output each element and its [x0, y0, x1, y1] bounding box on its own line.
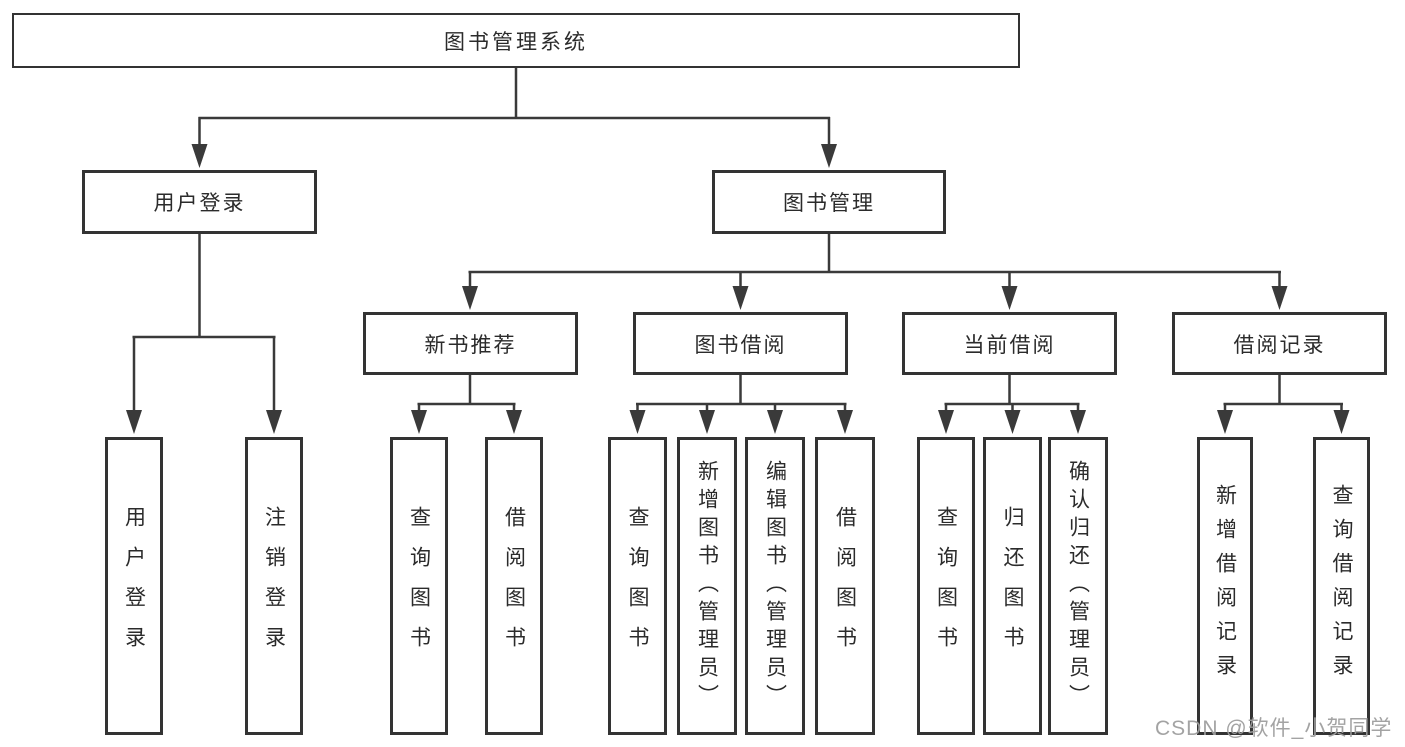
connector-newbook-to-leaves	[417, 375, 516, 414]
node-book-management: 图书管理	[712, 170, 946, 234]
leaf-return-books: 归还图书	[983, 437, 1042, 735]
leaf-logout: 注销登录	[245, 437, 303, 735]
leaf-label: 确认归还（管理员）	[1066, 460, 1090, 712]
leaf-label: 查询图书	[407, 506, 431, 666]
leaf-label: 查询图书	[934, 506, 958, 666]
arrowhead	[821, 144, 837, 168]
leaf-user-login: 用户登录	[105, 437, 163, 735]
csdn-watermark: CSDN @软件_小贺同学	[1155, 717, 1393, 740]
leaf-label: 归还图书	[1001, 506, 1024, 666]
leaf-label: 查询图书	[626, 506, 649, 666]
arrowhead	[126, 410, 142, 434]
leaf-label: 编辑图书（管理员）	[763, 460, 787, 712]
leaf-label: 借阅图书	[502, 506, 526, 666]
leaf-label: 新增借阅记录	[1213, 484, 1237, 688]
leaf-add-books-admin: 新增图书（管理员）	[677, 437, 737, 735]
node-user-login: 用户登录	[82, 170, 317, 234]
leaf-query-borrow-record: 查询借阅记录	[1313, 437, 1370, 735]
arrowhead	[266, 410, 282, 434]
connector-records-to-leaves	[1223, 375, 1343, 414]
arrowhead	[506, 410, 522, 434]
arrowhead	[1271, 286, 1288, 310]
leaf-query-books-borrow: 查询图书	[608, 437, 667, 735]
node-library-management-system: 图书管理系统	[12, 13, 1020, 68]
leaf-query-books-recommend: 查询图书	[390, 437, 448, 735]
connector-userlogin-to-leaves	[132, 234, 276, 414]
node-current-borrowing: 当前借阅	[902, 312, 1117, 375]
leaf-confirm-return-admin: 确认归还（管理员）	[1048, 437, 1108, 735]
connector-root-to-level2	[198, 68, 831, 150]
leaf-label: 注销登录	[262, 506, 286, 666]
leaf-edit-books-admin: 编辑图书（管理员）	[745, 437, 805, 735]
arrowhead	[699, 410, 715, 434]
connector-bookborrow-to-leaves	[636, 375, 847, 414]
arrowhead	[191, 144, 208, 168]
leaf-label: 新增图书（管理员）	[695, 460, 719, 712]
arrowhead	[767, 410, 783, 434]
arrowhead	[1004, 410, 1021, 434]
arrowhead	[938, 410, 954, 434]
leaf-label: 用户登录	[122, 506, 146, 666]
connector-currentborrow-to-leaves	[944, 375, 1080, 414]
arrowhead	[837, 410, 853, 434]
leaf-label: 借阅图书	[833, 506, 857, 666]
arrowhead	[411, 410, 427, 434]
connector-bookmgmt-to-level3	[468, 234, 1281, 290]
node-borrowing-records: 借阅记录	[1172, 312, 1387, 375]
leaf-borrow-books-recommend: 借阅图书	[485, 437, 543, 735]
arrowhead	[1217, 410, 1233, 434]
leaf-query-books-current: 查询图书	[917, 437, 975, 735]
leaf-borrow-books: 借阅图书	[815, 437, 875, 735]
leaf-label: 查询借阅记录	[1330, 484, 1353, 688]
arrowhead	[1001, 286, 1018, 310]
arrowhead	[732, 286, 749, 310]
node-new-book-recommendation: 新书推荐	[363, 312, 578, 375]
leaf-add-borrow-record: 新增借阅记录	[1197, 437, 1253, 735]
arrowhead	[1070, 410, 1086, 434]
arrowhead	[462, 286, 478, 310]
arrowhead	[629, 410, 646, 434]
node-book-borrowing: 图书借阅	[633, 312, 848, 375]
arrowhead	[1333, 410, 1350, 434]
